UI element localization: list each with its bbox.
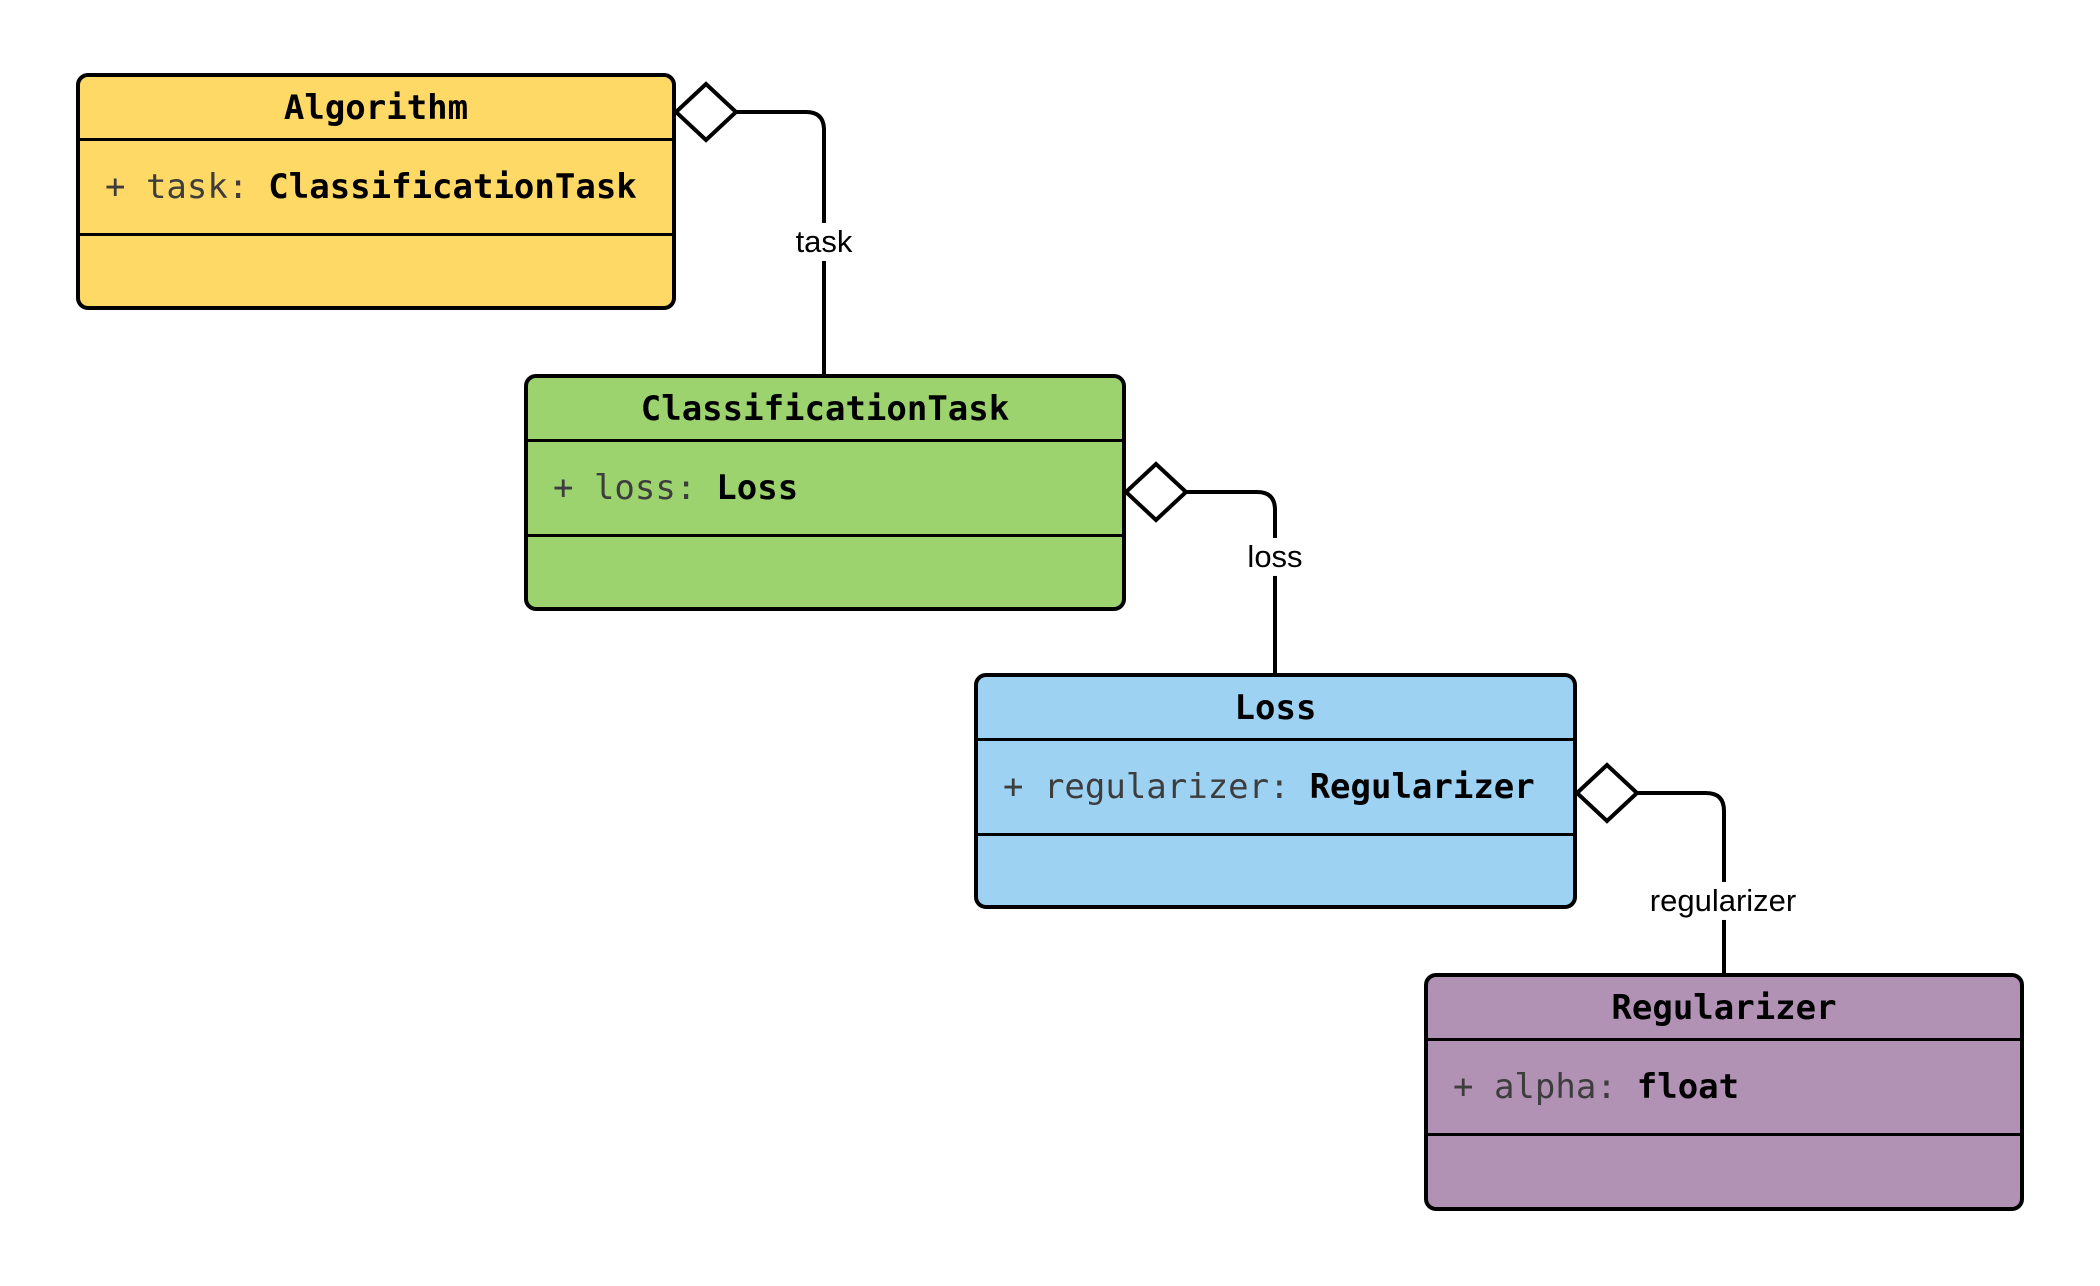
attribute-name: + regularizer: — [1003, 767, 1290, 807]
attribute-type: float — [1636, 1067, 1740, 1107]
edge-loss-line — [1186, 490, 1277, 673]
attribute-name: + alpha: — [1453, 1067, 1617, 1107]
class-methods-empty — [80, 236, 672, 306]
aggregation-diamond-icon — [1123, 461, 1189, 523]
class-node-classificationtask: ClassificationTask + loss: Loss — [524, 374, 1126, 611]
class-attributes: + loss: Loss — [528, 442, 1122, 537]
class-attributes: + regularizer: Regularizer — [978, 741, 1573, 836]
class-title: Algorithm — [80, 77, 672, 141]
class-methods-empty — [528, 537, 1122, 607]
class-node-loss: Loss + regularizer: Regularizer — [974, 673, 1577, 909]
class-title: Loss — [978, 677, 1573, 741]
class-attributes: + alpha: float — [1428, 1041, 2020, 1136]
attribute-type: Loss — [716, 468, 799, 508]
class-methods-empty — [978, 836, 1573, 905]
class-attributes: + task: ClassificationTask — [80, 141, 672, 236]
aggregation-diamond-icon — [1574, 762, 1640, 824]
attribute-name: + task: — [105, 167, 249, 207]
aggregation-diamond-icon — [673, 81, 739, 143]
edge-label-regularizer: regularizer — [1641, 881, 1805, 921]
edge-label-task: task — [787, 222, 861, 262]
class-methods-empty — [1428, 1136, 2020, 1207]
edge-label-loss: loss — [1239, 537, 1311, 577]
class-node-algorithm: Algorithm + task: ClassificationTask — [76, 73, 676, 310]
class-title: ClassificationTask — [528, 378, 1122, 442]
attribute-type: Regularizer — [1309, 767, 1535, 807]
class-node-regularizer: Regularizer + alpha: float — [1424, 973, 2024, 1211]
attribute-name: + loss: — [553, 468, 697, 508]
attribute-type: ClassificationTask — [268, 167, 637, 207]
class-title: Regularizer — [1428, 977, 2020, 1041]
